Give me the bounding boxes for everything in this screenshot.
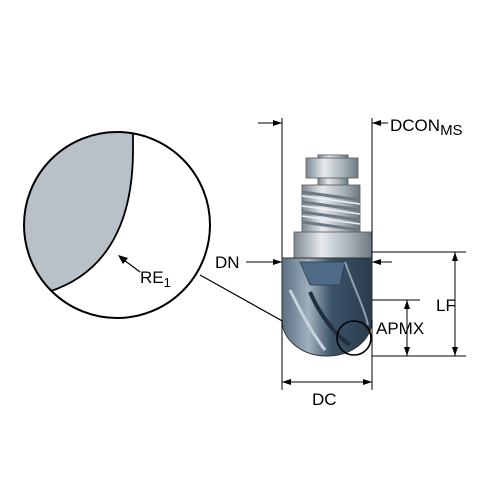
dc-label: DC bbox=[312, 390, 337, 409]
detail-circle-outline bbox=[23, 131, 211, 319]
collar bbox=[293, 231, 373, 259]
detail-view: RE1 bbox=[23, 131, 211, 319]
insert-face bbox=[24, 132, 134, 312]
arrowheads bbox=[273, 120, 458, 385]
cutting-head bbox=[281, 257, 373, 357]
flute-2 bbox=[288, 289, 327, 351]
dcon-label: DCONMS bbox=[390, 116, 463, 139]
re-arrowhead bbox=[118, 255, 128, 264]
flute-3 bbox=[308, 291, 352, 347]
apmx-label: APMX bbox=[376, 319, 424, 338]
tool-illustration bbox=[281, 154, 373, 357]
dn-label: DN bbox=[215, 253, 240, 272]
re-label: RE1 bbox=[140, 268, 171, 290]
flute-1 bbox=[299, 261, 346, 286]
thread-section bbox=[301, 184, 361, 234]
re-leader-line bbox=[123, 259, 141, 273]
corner-radius-circle bbox=[336, 320, 372, 356]
lf-label: LF bbox=[436, 296, 456, 315]
